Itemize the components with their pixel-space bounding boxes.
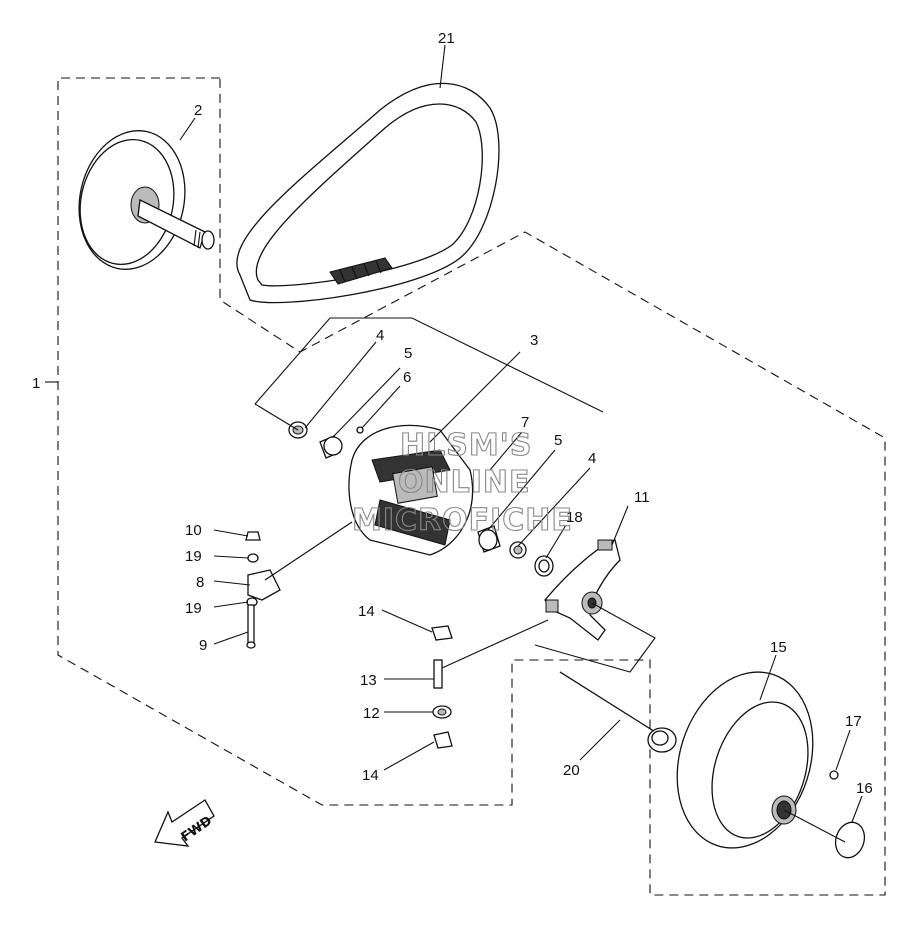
callout-18: 18 [566, 509, 583, 526]
cover [676, 671, 866, 859]
watermark: HLSM'S ONLINE MICROFICHE [351, 427, 573, 538]
callout-4a: 4 [376, 327, 384, 344]
callout-5a: 5 [404, 345, 412, 362]
callout-1: 1 [32, 375, 40, 392]
watermark-line-2: ONLINE [398, 465, 531, 500]
callout-15: 15 [770, 639, 787, 656]
watermark-line-1: HLSM'S [400, 428, 532, 463]
callout-20: 20 [563, 762, 580, 779]
callout-16: 16 [856, 780, 873, 797]
callouts: 21 2 1 3 4 5 6 7 5 4 18 11 10 19 8 19 9 … [32, 30, 873, 797]
watermark-line-3: MICROFICHE [352, 503, 573, 538]
weight-hardware [245, 531, 281, 649]
callout-17: 17 [845, 713, 862, 730]
callout-14b: 14 [362, 767, 379, 784]
bolt [559, 671, 677, 753]
callout-14a: 14 [358, 603, 375, 620]
callout-2: 2 [194, 102, 202, 119]
roller-hardware [431, 625, 453, 749]
callout-13: 13 [360, 672, 377, 689]
callout-3: 3 [530, 332, 538, 349]
callout-19a: 19 [185, 548, 202, 565]
drive-belt [236, 82, 500, 304]
fwd-arrow-icon: FWD [154, 799, 215, 847]
spider [544, 539, 621, 641]
callout-19b: 19 [185, 600, 202, 617]
callout-6: 6 [403, 369, 411, 386]
callout-10: 10 [185, 522, 202, 539]
callout-5b: 5 [554, 432, 562, 449]
callout-12: 12 [363, 705, 380, 722]
callout-8: 8 [196, 574, 204, 591]
fixed-sheave [78, 130, 215, 270]
callout-4b: 4 [588, 450, 596, 467]
callout-9: 9 [199, 637, 207, 654]
callout-21: 21 [438, 30, 455, 47]
leader-lines [45, 44, 863, 843]
movable-sheave-group [288, 421, 554, 577]
callout-11: 11 [634, 489, 650, 506]
callout-7: 7 [521, 414, 529, 431]
